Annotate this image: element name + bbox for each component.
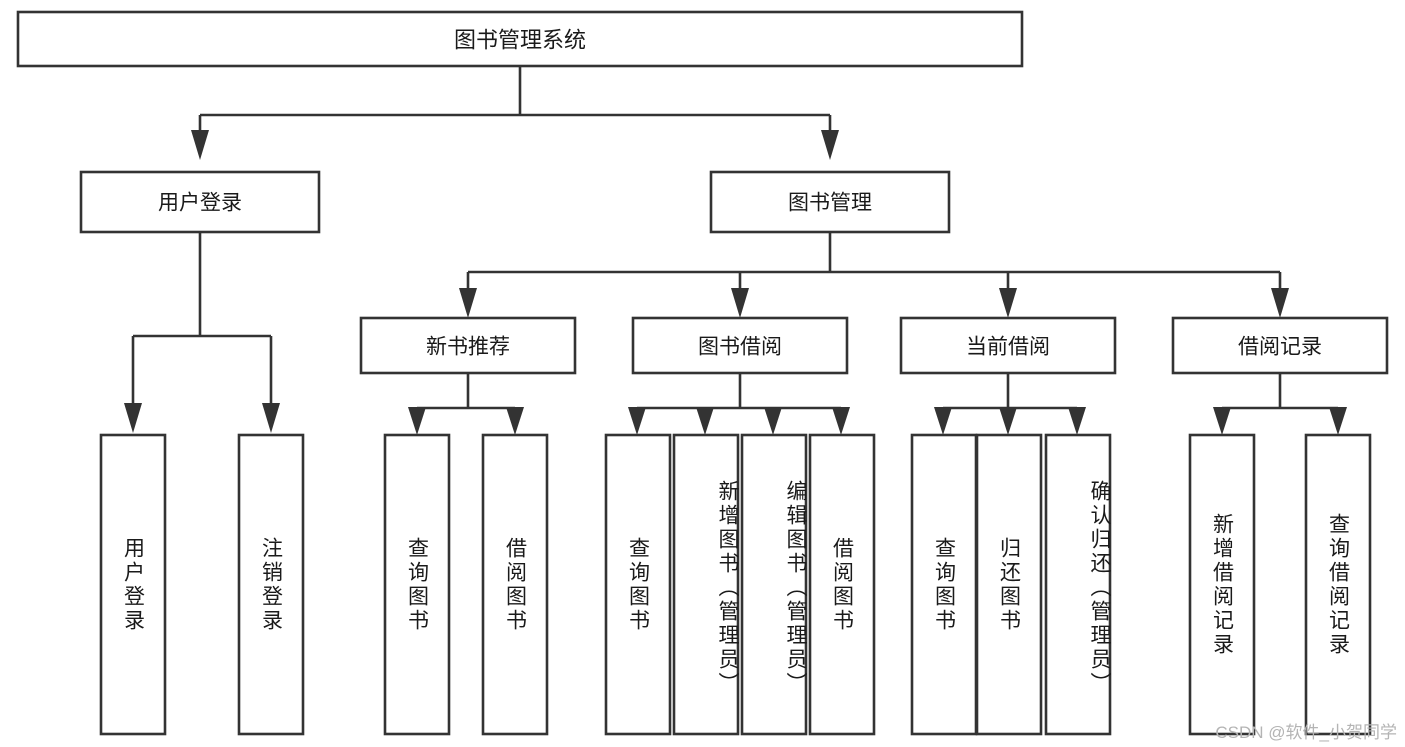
node-current-borrow[interactable]: 当前借阅 xyxy=(899,316,1117,375)
node-book-management[interactable]: 图书管理 xyxy=(709,170,951,234)
node-current-borrow-label: 当前借阅 xyxy=(966,336,1050,359)
arrowhead-borrowrecord-leaf-0 xyxy=(1213,407,1231,435)
node-new-book-recommend-box[interactable] xyxy=(359,316,577,375)
arrowhead-bookborrow-leaf-2 xyxy=(764,407,782,435)
node-new-book-recommend[interactable]: 新书推荐 xyxy=(359,316,577,375)
arrowhead-borrowrecord-leaf-1 xyxy=(1329,407,1347,435)
arrowhead-currentborrow-leaf-1 xyxy=(999,407,1017,435)
arrowhead-bookborrow-leaf-3 xyxy=(832,407,850,435)
arrowhead-currentborrow-leaf-2 xyxy=(1068,407,1086,435)
leaf-box-current-borrow-1[interactable] xyxy=(975,433,1043,736)
leaf-box-current-borrow-2[interactable] xyxy=(1044,433,1112,736)
node-borrow-record[interactable]: 借阅记录 xyxy=(1171,316,1389,375)
arrowhead-newbook-leaf-1 xyxy=(506,407,524,435)
arrowhead-level3-1 xyxy=(731,288,749,318)
node-book-borrow-label: 图书借阅 xyxy=(698,336,782,359)
arrowhead-book-mgmt xyxy=(821,130,839,160)
arrowhead-level3-0 xyxy=(459,288,477,318)
node-borrow-record-box[interactable] xyxy=(1171,316,1389,375)
arrowhead-currentborrow-leaf-0 xyxy=(934,407,952,435)
node-user-login-box[interactable] xyxy=(79,170,321,234)
csdn-watermark: CSDN @软件_小贺同学 xyxy=(1215,723,1397,742)
node-book-management-box[interactable] xyxy=(709,170,951,234)
arrowhead-newbook-leaf-0 xyxy=(408,407,426,435)
arrowhead-bookborrow-leaf-1 xyxy=(696,407,714,435)
node-current-borrow-box[interactable] xyxy=(899,316,1117,375)
leaf-box-book-borrow-2[interactable] xyxy=(740,433,808,736)
leaf-box-borrow-record-1[interactable] xyxy=(1304,433,1372,736)
arrowhead-user-login-leaf-1 xyxy=(262,403,280,433)
leaf-box-current-borrow-0[interactable] xyxy=(910,433,978,736)
leaf-box-borrow-record-0[interactable] xyxy=(1188,433,1256,736)
leaf-box-new-book-0[interactable] xyxy=(383,433,451,736)
node-user-login-label: 用户登录 xyxy=(158,192,242,215)
arrowhead-bookborrow-leaf-0 xyxy=(628,407,646,435)
node-new-book-recommend-label: 新书推荐 xyxy=(426,336,510,359)
node-root-box[interactable] xyxy=(16,10,1024,68)
node-book-borrow[interactable]: 图书借阅 xyxy=(631,316,849,375)
node-book-management-label: 图书管理 xyxy=(788,192,872,215)
leaf-box-book-borrow-0[interactable] xyxy=(604,433,672,736)
node-root[interactable]: 图书管理系统 xyxy=(16,10,1024,68)
node-borrow-record-label: 借阅记录 xyxy=(1238,336,1322,359)
leaf-box-book-borrow-3[interactable] xyxy=(808,433,876,736)
arrowhead-level3-3 xyxy=(1271,288,1289,318)
leaf-box-user-login-1[interactable] xyxy=(237,433,305,736)
arrowhead-user-login xyxy=(191,130,209,160)
node-book-borrow-box[interactable] xyxy=(631,316,849,375)
leaf-box-user-login-0[interactable] xyxy=(99,433,167,736)
leaf-box-book-borrow-1[interactable] xyxy=(672,433,740,736)
arrowhead-level3-2 xyxy=(999,288,1017,318)
node-user-login[interactable]: 用户登录 xyxy=(79,170,321,234)
node-root-label: 图书管理系统 xyxy=(454,28,586,53)
arrowhead-user-login-leaf-0 xyxy=(124,403,142,433)
leaf-box-new-book-1[interactable] xyxy=(481,433,549,736)
